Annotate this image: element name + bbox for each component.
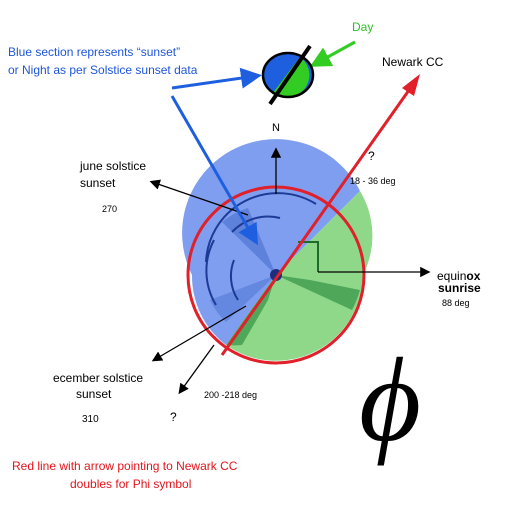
question-mark-top: ?	[368, 149, 375, 163]
blue-note-arrow-to-circle	[170, 95, 258, 246]
sun-circle	[182, 139, 373, 365]
december-sunset-arrow	[151, 305, 247, 362]
day-section	[226, 191, 373, 361]
red-note-line1: Red line with arrow pointing to Newark C…	[12, 459, 238, 473]
night-inner-arc	[205, 192, 317, 306]
equinox-sunrise-label: sunrise	[438, 281, 481, 295]
newark-label: Newark CC	[382, 55, 444, 69]
equinox-deg: 88 deg	[442, 298, 470, 308]
equinox-part2: ox	[466, 269, 480, 283]
night-inner-arc-2	[229, 215, 281, 301]
december-solstice-line1: ecember solstice	[53, 371, 143, 385]
day-arrow	[309, 40, 356, 67]
phi-symbol-icon: ϕ	[359, 333, 421, 466]
december-solstice-line2: sunset	[76, 387, 112, 401]
newark-arrowhead	[402, 74, 420, 96]
equinox-part1: equin	[437, 269, 466, 283]
day-label: Day	[352, 20, 373, 34]
june-solstice-line2: sunset	[80, 176, 116, 190]
range-bottom-pointer	[178, 344, 215, 395]
day-dark-wedge-lower	[226, 275, 276, 346]
newark-direction-line	[220, 82, 416, 356]
night-dark-wedge-lower	[210, 275, 276, 322]
june-solstice-line1: june solstice	[79, 159, 146, 173]
phi-glyph-text: ϕ	[359, 333, 421, 466]
phi-day-night-icon	[261, 44, 315, 106]
equinox-label: equinox	[437, 269, 481, 283]
june-solstice-deg: 270	[102, 204, 117, 214]
north-label: N	[272, 122, 280, 134]
day-dark-wedge-right	[276, 275, 360, 310]
blue-note-arrow-to-icon	[171, 67, 262, 90]
blue-note-line1: Blue section represents “sunset”	[8, 45, 180, 59]
december-solstice-deg: 310	[82, 414, 99, 425]
june-sunset-arrow	[149, 179, 249, 216]
red-note-line2: doubles for Phi symbol	[70, 477, 191, 491]
blue-note-line2: or Night as per Solstice sunset data	[8, 63, 198, 77]
day-inner-arc	[298, 241, 319, 272]
range-bottom-label: 200 -218 deg	[204, 390, 257, 400]
question-mark-bottom: ?	[170, 410, 177, 424]
range-top-label: 18 - 36 deg	[350, 176, 396, 186]
